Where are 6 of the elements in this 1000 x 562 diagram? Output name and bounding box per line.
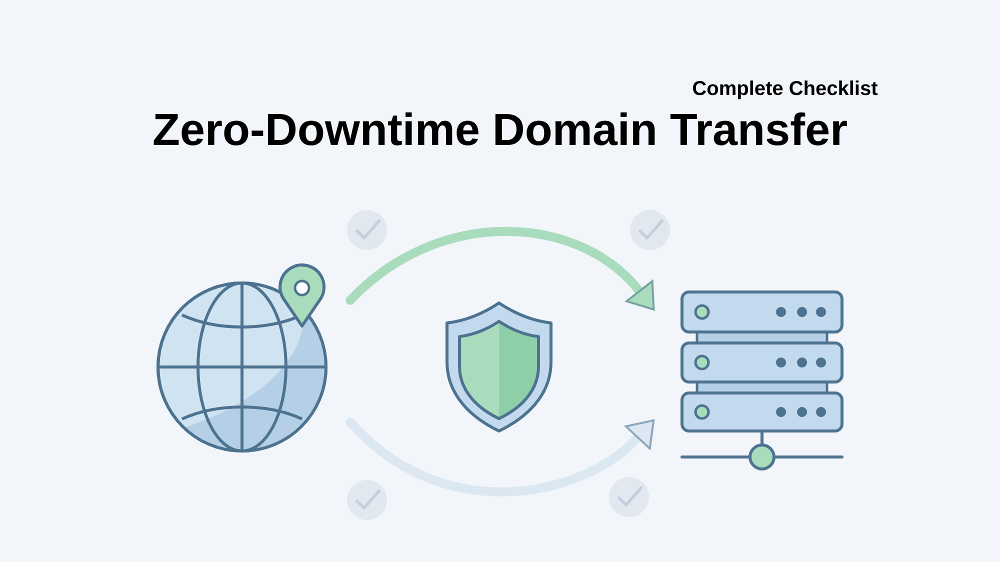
subtitle: Complete Checklist (693, 80, 878, 100)
title: Zero-Downtime Domain Transfer (154, 112, 847, 146)
shield-drawing (446, 302, 552, 432)
globe-drawing (156, 264, 328, 452)
server-drawing (680, 290, 844, 470)
arrow (346, 417, 655, 496)
